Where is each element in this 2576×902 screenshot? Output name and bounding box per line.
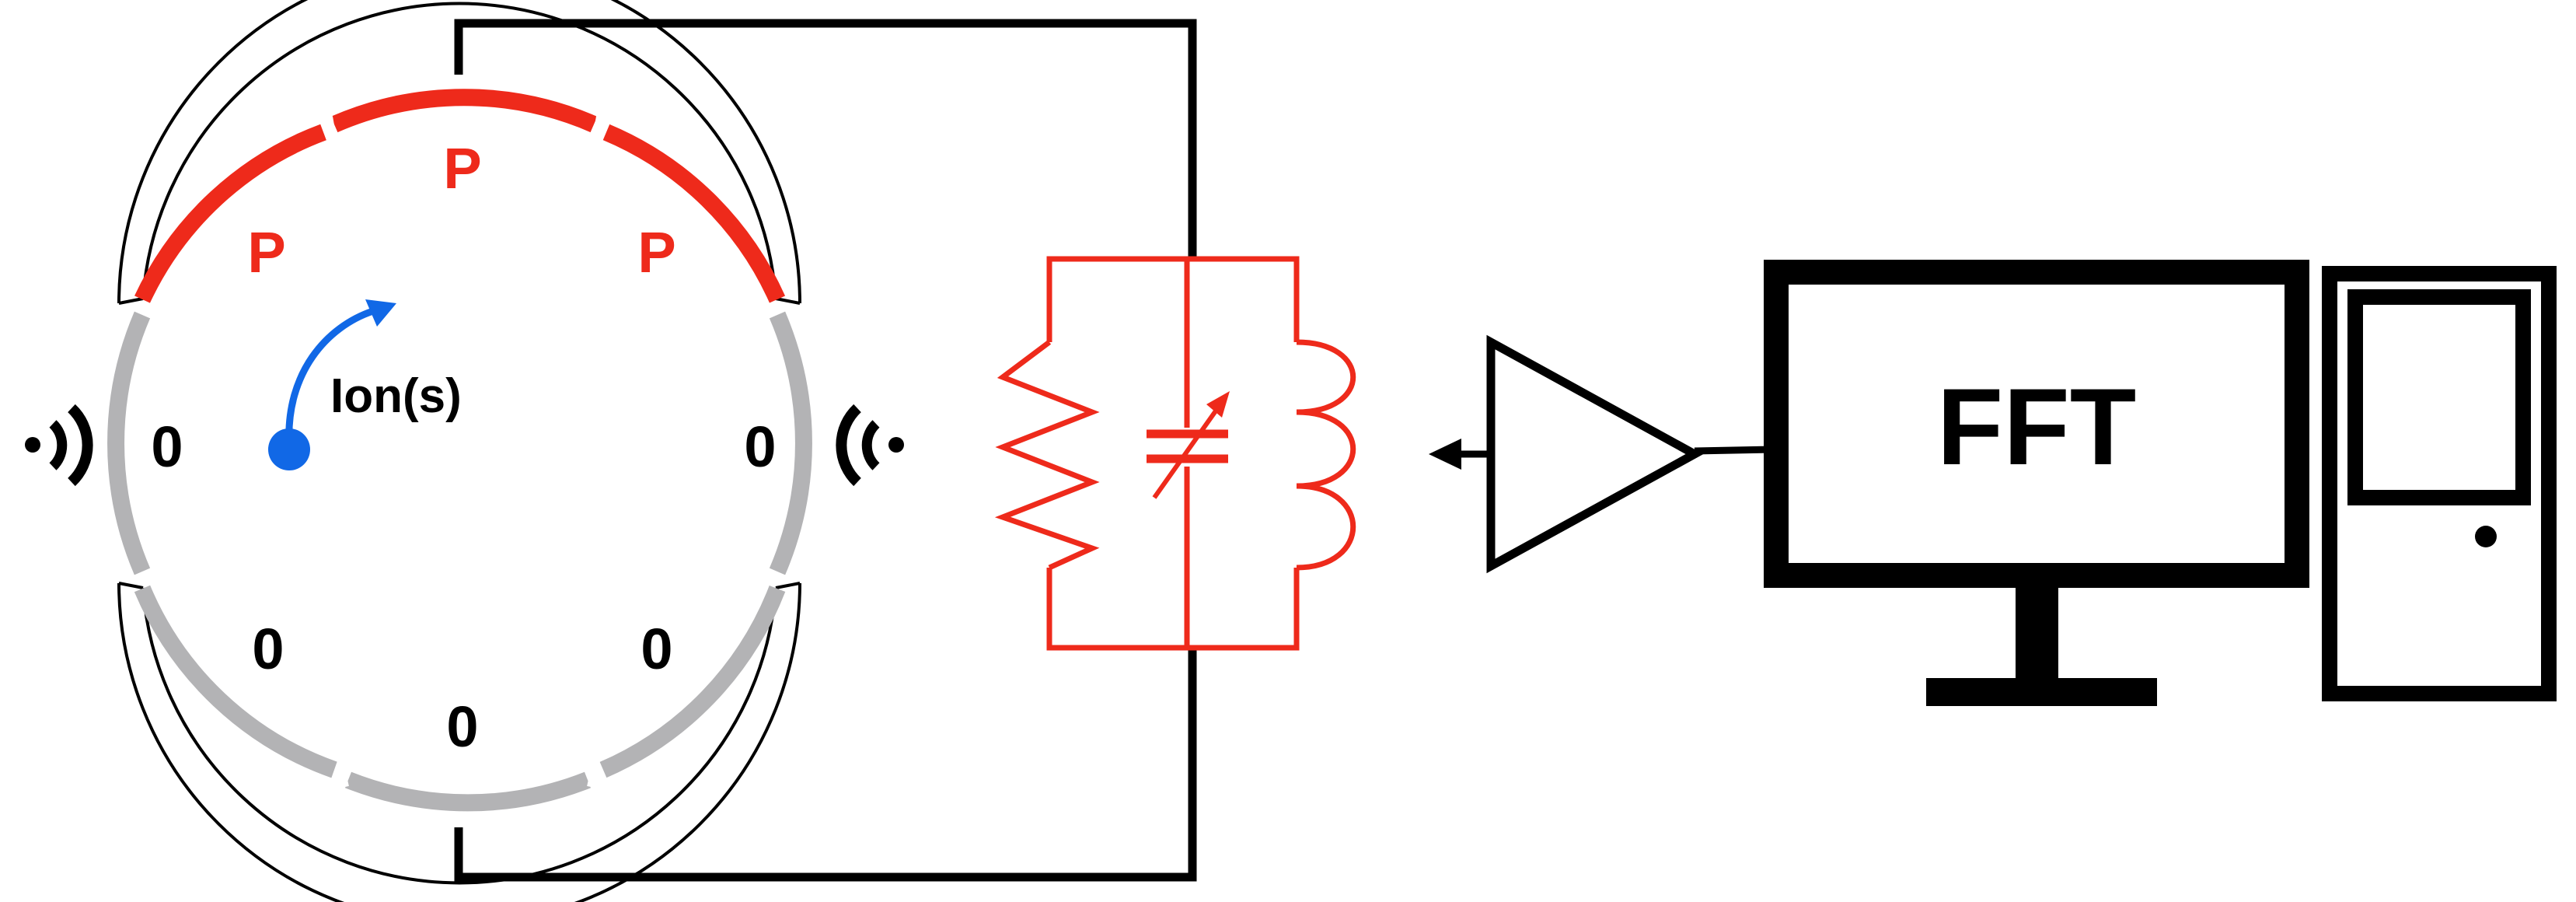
amplifier-input-arrowhead: [1429, 439, 1461, 470]
top-plate: [117, 0, 801, 304]
ground-electrode-bottom-center: [344, 771, 592, 812]
bottom-plate-inner: [141, 587, 777, 885]
detection-wires: [454, 19, 1197, 882]
tank-frame: [1046, 256, 1300, 651]
ion-group: Ion(s): [268, 299, 462, 470]
pickup-electrode-left: [134, 124, 326, 303]
pickup-label-center: P: [443, 136, 481, 201]
tank-circuit: [994, 256, 1356, 651]
ground-electrode-bottom-left: [134, 585, 337, 778]
signal-left-icon: [25, 404, 93, 487]
resistor-icon: [994, 340, 1100, 571]
icr-cell: P P P 0 0 0 0 0 Ion(s): [25, 0, 904, 902]
ion-trajectory-arrow: [285, 307, 375, 444]
ground-label-right: 0: [744, 414, 776, 479]
top-plate-inner: [141, 2, 777, 299]
computer-tower-icon: [2322, 266, 2557, 701]
tower-screen: [2347, 289, 2531, 505]
ground-electrodes-bottom: [134, 585, 786, 812]
ground-label-bottom-right: 0: [641, 617, 672, 681]
ground-electrode-bottom-right: [599, 586, 786, 778]
bottom-wire: [454, 645, 1197, 882]
pickup-label-right: P: [637, 220, 675, 285]
bottom-plate: [117, 582, 801, 902]
amplifier-output-wire: [1694, 446, 1773, 455]
ion-arrowhead: [365, 299, 396, 327]
ion-label: Ion(s): [330, 369, 462, 423]
capacitor-arrowhead: [1206, 391, 1230, 418]
tower-button: [2475, 526, 2497, 547]
ground-label-bottom-left: 0: [252, 617, 284, 681]
amplifier-icon: [1429, 334, 1773, 574]
ground-electrodes-side: [107, 311, 812, 575]
pickup-electrode-right: [602, 124, 786, 303]
monitor-neck: [2016, 585, 2058, 684]
electrode-plates: [117, 0, 801, 902]
ground-label-bottom: 0: [446, 694, 478, 759]
signal-right-icon: [836, 404, 904, 487]
ground-electrode-right: [769, 311, 812, 575]
monitor-icon: FFT: [1764, 260, 2309, 706]
variable-capacitor-icon: [1147, 403, 1228, 499]
ground-label-left: 0: [151, 414, 183, 479]
inductor-icon: [1296, 339, 1356, 571]
ion-dot: [268, 428, 310, 470]
fft-label: FFT: [1937, 365, 2137, 488]
pickup-label-left: P: [247, 220, 285, 285]
pickup-electrode-center: [330, 89, 598, 133]
ground-electrode-left: [107, 311, 151, 575]
top-wire: [454, 19, 1197, 260]
pickup-electrodes: [134, 89, 786, 303]
monitor-base: [1926, 678, 2157, 706]
